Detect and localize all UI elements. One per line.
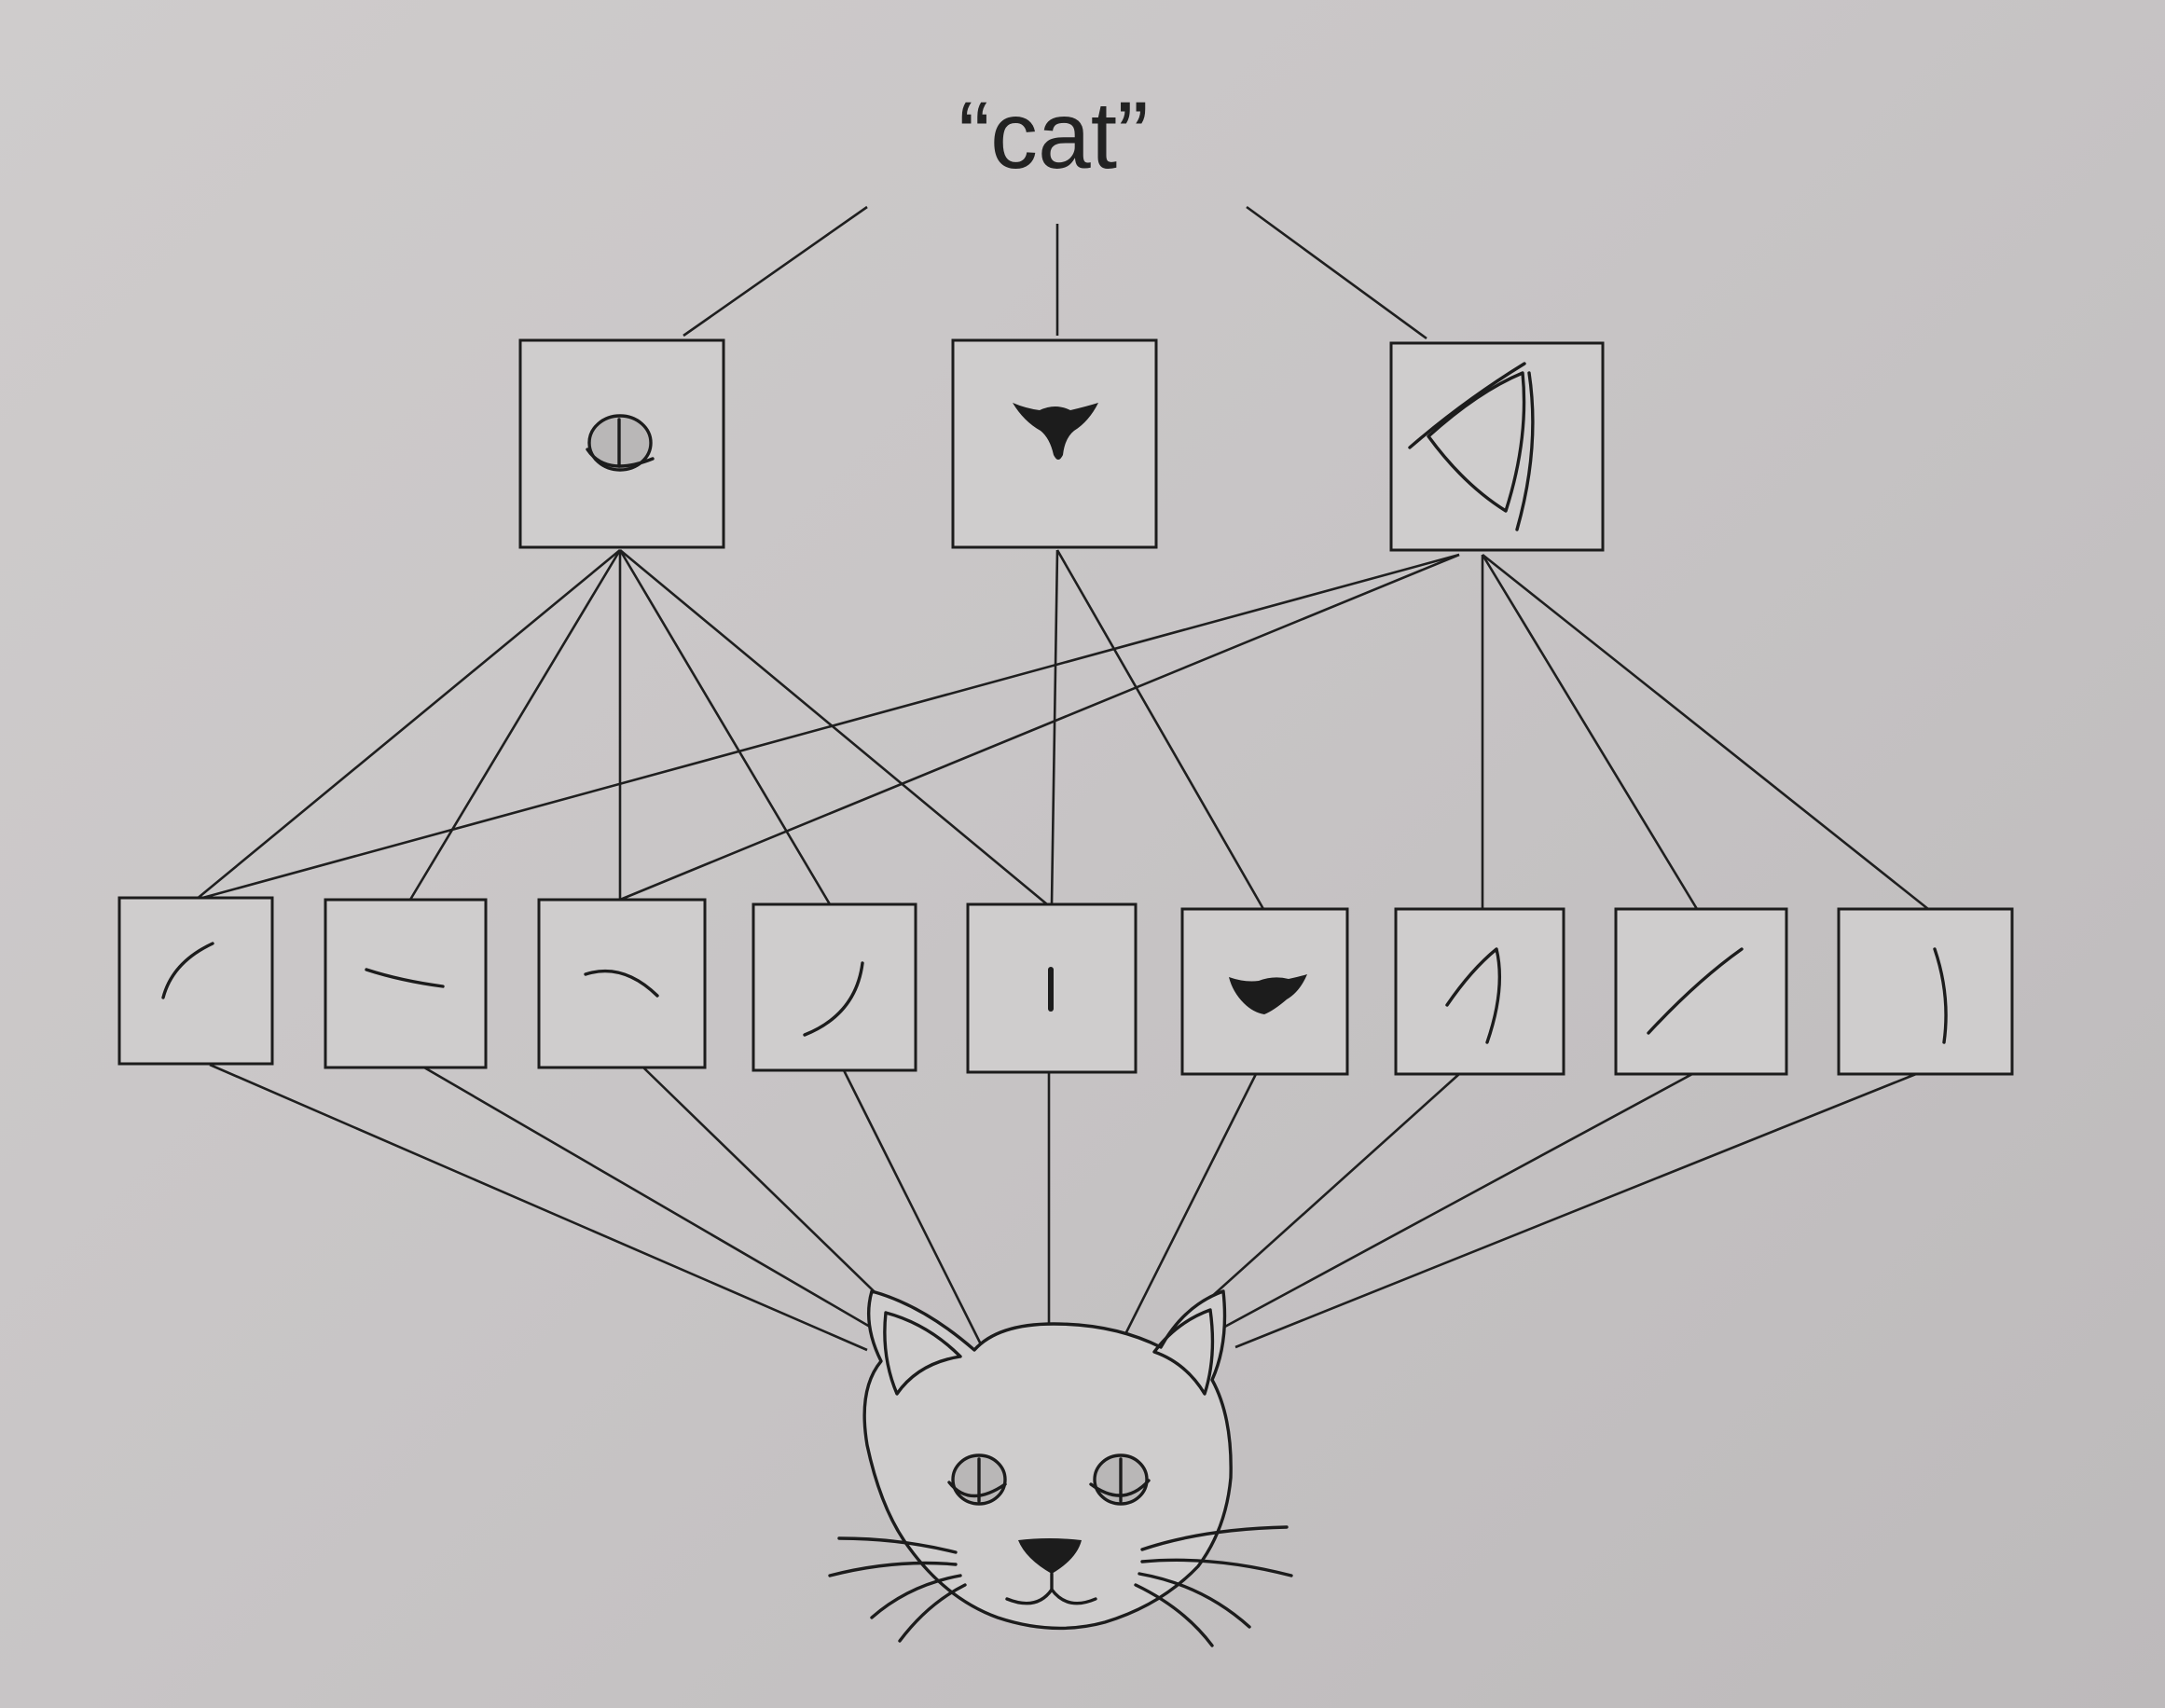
part-box-1 <box>117 896 274 1066</box>
edge-label-eye <box>683 205 868 337</box>
edge-eye-part4 <box>618 549 832 905</box>
edges-parts-to-image <box>209 1063 1917 1352</box>
left-eye-icon <box>947 1453 1007 1506</box>
edge-part7-image <box>1199 1073 1460 1308</box>
edge-part1-image <box>209 1063 868 1352</box>
feature-box-eye <box>518 338 725 549</box>
nose-icon <box>1229 974 1307 1014</box>
eye-icon <box>586 414 655 472</box>
edge-label-ear <box>1246 205 1427 340</box>
part-box-6 <box>1180 907 1349 1076</box>
part-box-2 <box>324 898 488 1069</box>
part-box-8 <box>1614 907 1788 1076</box>
part-box-5 <box>966 902 1138 1074</box>
ear-icon <box>1408 362 1535 531</box>
curve-stroke-icon <box>803 961 864 1037</box>
line-stroke-icon <box>1647 947 1744 1035</box>
curve-stroke-icon <box>584 969 659 998</box>
edge-ear-part1 <box>195 553 1460 902</box>
edge-eye-part5 <box>619 548 1048 906</box>
ear-stroke-icon <box>1445 947 1502 1044</box>
edges-features-to-parts <box>195 548 1929 911</box>
edge-ear-part8 <box>1481 554 1699 910</box>
edge-part6-image <box>1117 1073 1258 1348</box>
edge-ear-part3 <box>619 553 1460 902</box>
edge-part4-image <box>842 1069 986 1351</box>
cat-face-image <box>828 1289 1293 1647</box>
part-box-7 <box>1394 907 1565 1076</box>
edges-label-to-features <box>683 205 1427 340</box>
nose-icon <box>1013 403 1098 460</box>
edge-part8-image <box>1220 1072 1693 1330</box>
edge-eye-part2 <box>408 549 622 901</box>
cat-nose-icon <box>1018 1538 1082 1574</box>
edge-nose-part6 <box>1055 549 1265 910</box>
top-label: “cat” <box>958 82 1149 188</box>
part-box-9 <box>1837 907 2014 1076</box>
edge-part2-image <box>423 1066 882 1335</box>
curve-stroke-icon <box>365 968 445 988</box>
edge-eye-part1 <box>195 548 621 902</box>
edge-part3-image <box>642 1067 901 1317</box>
edge-part9-image <box>1234 1072 1917 1349</box>
part-box-3 <box>537 898 707 1069</box>
curve-stroke-icon <box>161 942 214 999</box>
edge-ear-part9 <box>1482 553 1929 911</box>
curve-stroke-icon <box>1933 947 1948 1044</box>
part-box-4 <box>752 902 917 1072</box>
feature-box-ear <box>1389 341 1605 552</box>
right-eye-icon <box>1089 1453 1151 1506</box>
feature-box-nose <box>951 338 1158 549</box>
edge-nose-part5 <box>1050 549 1059 905</box>
